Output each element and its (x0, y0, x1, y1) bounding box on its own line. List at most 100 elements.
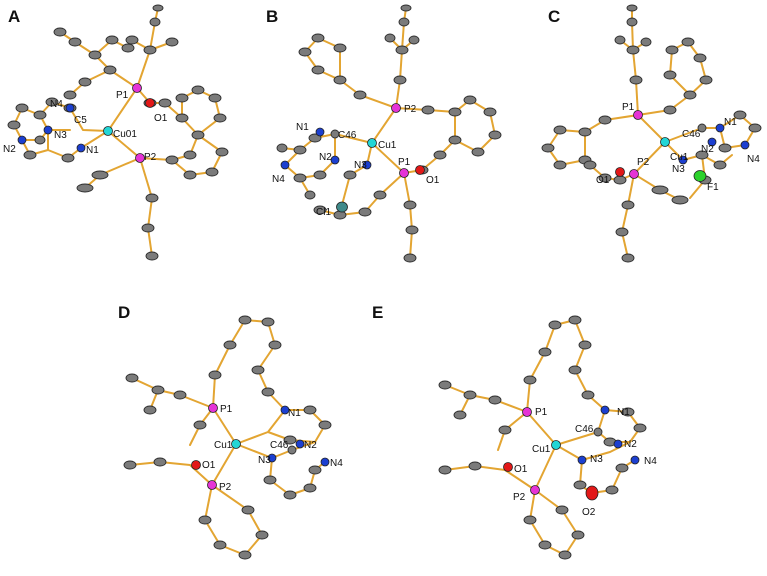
atom-label: F1 (707, 182, 719, 193)
nitrogen-atom (362, 160, 372, 170)
bond-network (129, 319, 326, 556)
atom-label: P1 (535, 407, 548, 418)
atom-label: Cu1 (670, 152, 689, 163)
chlorine-atom (336, 201, 348, 213)
atom-label: N2 (319, 152, 332, 163)
oxygen-atom (415, 165, 425, 175)
copper-atom (367, 138, 377, 148)
bond-network (281, 7, 496, 259)
oxygen-atom (585, 485, 599, 501)
carbon-atoms (541, 4, 762, 263)
nitrogen-atom (65, 103, 75, 113)
oxygen-atom (191, 460, 201, 470)
atom-label: N4 (330, 458, 343, 469)
heteroatoms (191, 403, 330, 490)
atom-label: N1 (296, 122, 309, 133)
nitrogen-atom (630, 455, 640, 465)
panel-c: C (541, 4, 762, 263)
atom-label: N4 (644, 456, 657, 467)
panel-a: A (3, 4, 229, 261)
atom-label: N2 (624, 439, 637, 450)
atom-label: Cu1 (214, 440, 233, 451)
atom-layer (541, 4, 762, 263)
atom-label: P2 (513, 492, 526, 503)
phosphorus-atom (207, 480, 217, 490)
heteroatoms (615, 110, 750, 182)
nitrogen-atom (600, 405, 610, 415)
atom-label: C46 (270, 440, 289, 451)
copper-atom (660, 137, 670, 147)
nitrogen-atom (320, 457, 330, 467)
atom-layer (7, 4, 229, 261)
atom-label: N3 (590, 454, 603, 465)
atom-label: P1 (116, 90, 129, 101)
nitrogen-atom (17, 135, 27, 145)
carbon-atoms (123, 315, 332, 560)
oxygen-atom (503, 462, 513, 472)
phosphorus-atom (391, 103, 401, 113)
atom-label: C46 (338, 130, 357, 141)
atom-label: P2 (144, 152, 157, 163)
atom-labels: P1 N1 C46 Cu1 N2 N4 N3 P2 O1 F1 (596, 102, 760, 193)
atom-label: P2 (637, 157, 650, 168)
atom-labels: P1 N1 Cu1 C46 N2 O1 N3 N4 P2 (202, 404, 343, 493)
carbon-atoms (7, 4, 229, 261)
atom-label: Cu1 (532, 444, 551, 455)
atom-label: Cu1 (378, 140, 397, 151)
oxygen-atom (615, 167, 625, 177)
nitrogen-atom (740, 140, 750, 150)
atom-label: C46 (682, 129, 701, 140)
nitrogen-atom (577, 455, 587, 465)
atom-label: O1 (426, 175, 440, 186)
atom-label: N3 (54, 130, 67, 141)
atom-label: N3 (258, 455, 271, 466)
nitrogen-atom (43, 125, 53, 135)
atom-label: N2 (304, 440, 317, 451)
copper-atom (551, 440, 561, 450)
panel-letter: D (118, 303, 130, 322)
atom-labels: P1 O1 N4 C5 N3 Cu01 N2 N1 P2 (3, 90, 168, 163)
oxygen-atom (145, 98, 155, 108)
atom-label: P2 (404, 104, 417, 115)
atom-label: N3 (672, 164, 685, 175)
atom-label: N1 (617, 407, 630, 418)
atom-label: Cl1 (316, 207, 331, 218)
phosphorus-atom (522, 407, 532, 417)
atom-label: P1 (398, 157, 411, 168)
panel-b: B (266, 4, 502, 263)
atom-label: O1 (154, 113, 168, 124)
heteroatoms (503, 405, 640, 501)
atom-label: N4 (50, 99, 63, 110)
copper-atom (103, 126, 113, 136)
atom-label: N4 (272, 174, 285, 185)
phosphorus-atom (208, 403, 218, 413)
carbon-c46 (330, 129, 340, 139)
atom-label: Cu01 (113, 129, 137, 140)
nitrogen-atom (715, 123, 725, 133)
atom-label: P1 (220, 404, 233, 415)
nitrogen-atom (280, 160, 290, 170)
atom-label: N1 (724, 117, 737, 128)
phosphorus-atom (135, 153, 145, 163)
phosphorus-atom (633, 110, 643, 120)
atom-label: O1 (596, 175, 610, 186)
panel-letter: A (8, 7, 20, 26)
atom-labels: P2 N1 C46 Cu1 N2 N3 N4 P1 O1 Cl1 (272, 104, 440, 218)
nitrogen-atom (613, 439, 623, 449)
panel-letter: C (548, 7, 560, 26)
nitrogen-atom (315, 127, 325, 137)
atom-label: C46 (575, 424, 594, 435)
nitrogen-atom (707, 137, 717, 147)
atom-label: N1 (288, 408, 301, 419)
atom-label: O1 (202, 460, 216, 471)
phosphorus-atom (530, 485, 540, 495)
panel-letter: E (372, 303, 383, 322)
carbon-atoms (438, 315, 647, 560)
nitrogen-atom (280, 405, 290, 415)
bond-network (547, 7, 756, 259)
atom-labels: P1 N1 C46 Cu1 N2 N3 N4 O1 P2 O2 (513, 407, 657, 518)
phosphorus-atom (132, 83, 142, 93)
nitrogen-atom (76, 143, 86, 153)
